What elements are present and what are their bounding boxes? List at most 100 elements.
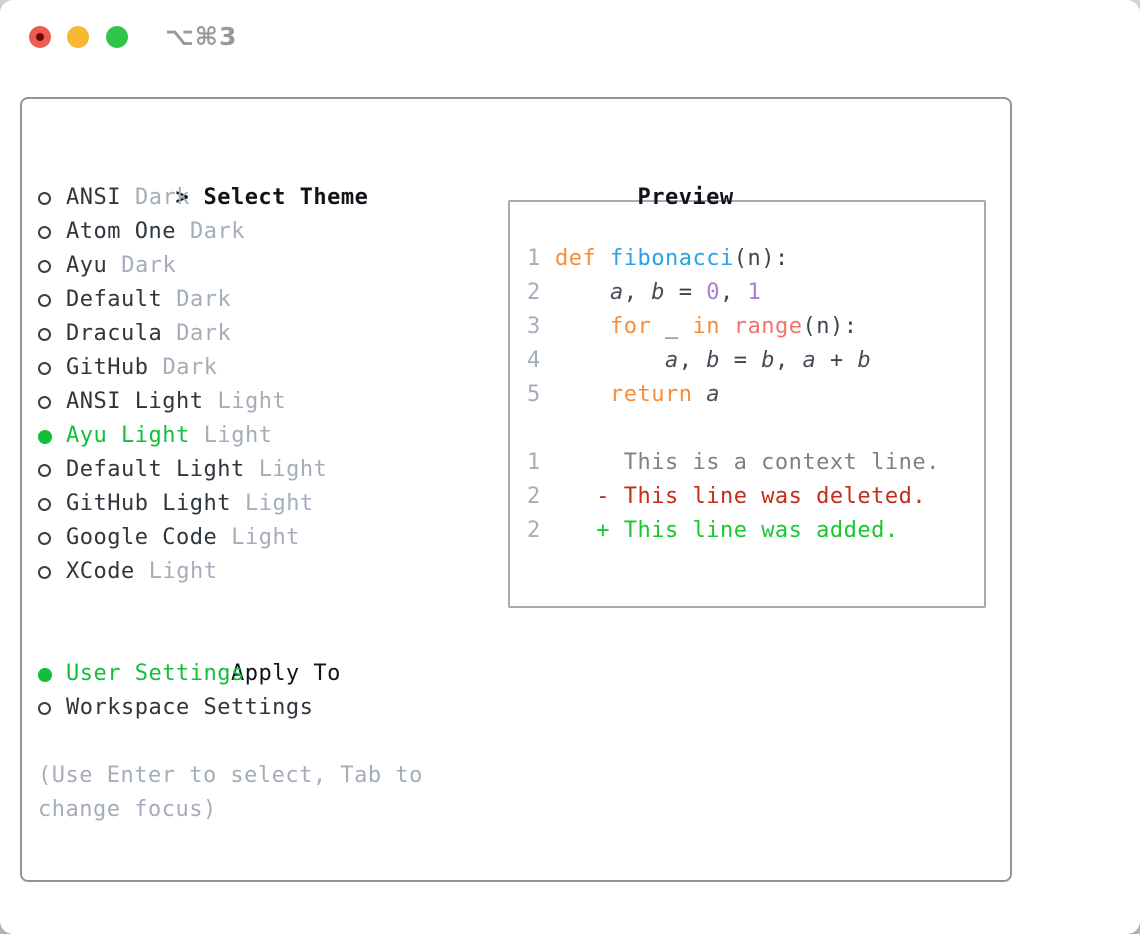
line-number: 2: [527, 280, 541, 305]
theme-name: Default: [66, 287, 163, 312]
theme-option-ayu-light[interactable]: Ayu Light Light: [38, 419, 484, 453]
line-number: 2: [527, 518, 541, 543]
preview-line: 1 This is a context line.: [527, 446, 984, 480]
theme-option-default[interactable]: Default Dark: [38, 283, 484, 317]
theme-variant-badge: Light: [148, 559, 218, 584]
code-segment-number: 1: [747, 280, 762, 305]
radio-icon: [38, 351, 66, 385]
apply-option-label: User Settings: [66, 661, 245, 686]
code-segment-keyword: in: [692, 314, 720, 339]
theme-variant-badge: Light: [258, 457, 328, 482]
preview-line: 3 for _ in range(n):: [527, 310, 984, 344]
apply-option-label: Workspace Settings: [66, 695, 314, 720]
code-segment-plain: ,: [774, 348, 803, 373]
code-segment-keyword: def: [555, 246, 597, 271]
theme-option-xcode[interactable]: XCode Light: [38, 555, 484, 589]
theme-name: Default Light: [66, 457, 245, 482]
code-segment-variable: b: [857, 348, 872, 373]
code-segment-variable: b: [706, 348, 720, 373]
window-title: ⌥⌘3: [165, 22, 238, 51]
code-segment-function: fibonacci: [610, 246, 734, 271]
theme-name: ANSI Light: [66, 389, 204, 414]
radio-icon: [38, 487, 66, 521]
code-segment-plain: (n):: [802, 314, 858, 339]
radio-selected-icon: [38, 419, 66, 453]
close-button[interactable]: [29, 26, 51, 48]
code-segment-keyword: for: [609, 314, 652, 339]
radio-icon: [38, 215, 66, 249]
radio-icon: [38, 181, 66, 215]
radio-circle: [38, 294, 51, 307]
code-segment-variable: a: [664, 348, 679, 373]
code-segment-variable: a: [706, 382, 720, 407]
theme-variant-badge: Light: [244, 491, 314, 516]
radio-circle: [38, 498, 51, 511]
radio-circle: [38, 192, 51, 205]
theme-name: Google Code: [66, 525, 218, 550]
code-segment-plain: _: [651, 314, 693, 339]
code-segment-plain: +: [816, 348, 858, 373]
preview-line: 4 a, b = b, a + b: [527, 344, 984, 378]
selection-prompt-icon: >: [175, 185, 190, 210]
apply-option-user-settings[interactable]: User Settings: [38, 657, 484, 691]
theme-name: XCode: [66, 559, 135, 584]
preview-line: 2 a, b = 0, 1: [527, 276, 984, 310]
radio-circle: [38, 464, 51, 477]
code-segment-plain: ,: [719, 280, 748, 305]
radio-circle: [38, 430, 52, 444]
code-segment-plain: [555, 518, 596, 543]
code-segment-plain: [555, 348, 665, 373]
minimize-button[interactable]: [67, 26, 89, 48]
radio-circle: [38, 566, 51, 579]
theme-option-default-light[interactable]: Default Light Light: [38, 453, 484, 487]
radio-circle: [38, 362, 51, 375]
code-segment-plain: [692, 382, 706, 407]
theme-name: Ayu Light: [66, 423, 190, 448]
code-segment-number: 0: [706, 280, 720, 305]
code-segment-plain: [555, 280, 610, 305]
line-number: 5: [527, 382, 541, 407]
apply-to-header: Apply To: [38, 623, 484, 686]
code-segment-plain: [596, 246, 610, 271]
line-number: 4: [527, 348, 541, 373]
theme-variant-badge: Dark: [189, 219, 245, 244]
apply-option-workspace-settings[interactable]: Workspace Settings: [38, 691, 484, 725]
theme-name: ANSI: [66, 185, 121, 210]
theme-variant-badge: Light: [217, 389, 287, 414]
theme-variant-badge: Light: [203, 423, 273, 448]
radio-icon: [38, 555, 66, 589]
code-segment-plain: [720, 314, 734, 339]
code-segment-variable: b: [761, 348, 775, 373]
theme-variant-badge: Dark: [121, 253, 177, 278]
radio-circle: [38, 668, 52, 682]
select-theme-title: Select Theme: [203, 185, 369, 210]
maximize-button[interactable]: [106, 26, 128, 48]
theme-option-ansi[interactable]: ANSI Dark: [38, 181, 484, 215]
code-segment-plain: [555, 484, 596, 509]
theme-variant-badge: Dark: [134, 185, 190, 210]
code-segment-deleted: - This line was deleted.: [596, 484, 927, 509]
theme-option-ansi-light[interactable]: ANSI Light Light: [38, 385, 484, 419]
preview-line: 5 return a: [527, 378, 984, 412]
radio-circle: [38, 328, 51, 341]
theme-name: Dracula: [66, 321, 163, 346]
line-number: 1: [527, 246, 541, 271]
radio-circle: [38, 396, 51, 409]
theme-variant-badge: Dark: [176, 287, 232, 312]
close-dot-icon: [36, 33, 44, 41]
code-segment-plain: ,: [623, 280, 652, 305]
